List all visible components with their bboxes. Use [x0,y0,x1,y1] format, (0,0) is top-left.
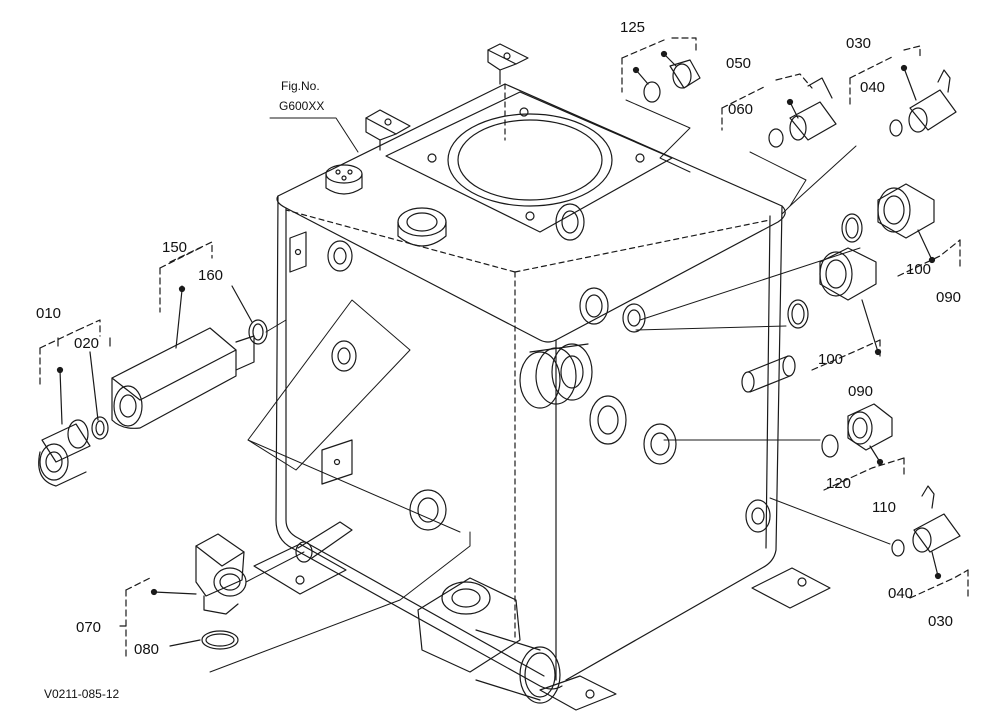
top-right-fittings [621,37,957,215]
drawing-code: V0211-085-12 [44,687,120,701]
callout-030-top: 030 [846,35,872,52]
callout-050: 050 [726,55,752,72]
fig-ref-leader [269,117,359,153]
callout-020: 020 [74,335,100,352]
callout-150: 150 [162,239,188,256]
callout-090-middle: 090 [848,383,874,400]
right-fittings [635,183,969,599]
lower-elbow-assembly [119,531,471,673]
assembly-guides [247,299,461,533]
tank-left-features [253,231,831,711]
callout-120: 120 [826,475,852,492]
callout-160: 160 [198,267,224,284]
callout-040-bottom: 040 [888,585,914,602]
callout-060: 060 [728,101,754,118]
fig-ref-line1: Fig.No. [281,79,320,93]
callout-080: 080 [134,641,160,658]
callout-090-upper: 090 [936,289,962,306]
callout-010: 010 [36,305,62,322]
strainer-assembly [38,241,268,487]
fig-ref-line2: G600XX [279,99,325,113]
callout-070: 070 [76,619,102,636]
callout-030-bottom: 030 [928,613,954,630]
tank-front-ports [519,287,796,533]
bottom-outlet [417,577,561,704]
callout-100-upper: 100 [906,261,932,278]
callout-040-top: 040 [860,79,886,96]
callout-100-middle: 100 [818,351,844,368]
callout-110: 110 [872,499,896,516]
callout-125: 125 [620,19,646,36]
